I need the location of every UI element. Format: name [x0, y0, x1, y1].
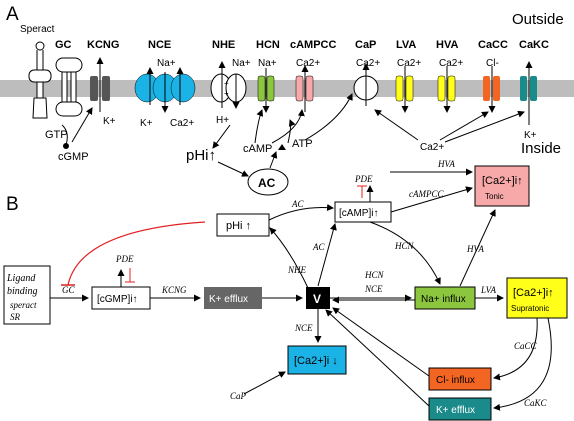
hva-ca-ion: Ca2+ — [439, 58, 463, 69]
ac-b-label-1: AC — [291, 199, 304, 209]
cakc-label: CaKC — [519, 39, 549, 51]
ca-down-box — [287, 345, 347, 375]
phi-label: pHi↑ — [186, 147, 216, 164]
lva-ca-ion: Ca2+ — [397, 58, 421, 69]
campcc-channel — [295, 65, 314, 112]
ac-enzyme — [247, 168, 289, 196]
phi-box — [216, 213, 270, 237]
k-efflux-box — [204, 287, 262, 309]
hcn-b-label-2: HCN — [394, 241, 415, 251]
camp-box-label: [cAMP]i↑ — [339, 208, 378, 219]
cl-influx-box — [428, 367, 492, 391]
cacc-channel — [483, 66, 500, 113]
lva-channel — [395, 66, 414, 113]
pde-2-label: PDE — [354, 174, 373, 184]
gc-label: GC — [55, 39, 72, 51]
hcn-na-ion: Na+ — [258, 58, 277, 69]
nce-k-ion: K+ — [140, 118, 153, 129]
supratonic-box — [506, 277, 568, 319]
pde-1-label: PDE — [115, 254, 134, 264]
atp-label: ATP — [292, 138, 313, 150]
ligand-binding-box — [3, 265, 51, 325]
nce-b-label-2: NCE — [294, 323, 313, 333]
supratonic-ca-label: [Ca2+]i↑ — [513, 287, 554, 299]
panel-a-label: A — [6, 4, 19, 25]
cakc-channel — [520, 61, 537, 125]
tonic-ca-label: [Ca2+]i↑ — [482, 175, 523, 187]
svg-text:+: + — [224, 89, 229, 98]
inside-ca-ion: Ca2+ — [420, 142, 444, 153]
ac-label: AC — [258, 176, 276, 190]
hcn-channel — [257, 68, 275, 113]
lva-b-label: LVA — [480, 285, 497, 295]
camp-label: cAMP — [243, 143, 272, 155]
nce-label: NCE — [148, 39, 171, 51]
k-efflux-teal-box — [428, 397, 492, 421]
ligand-line-1: Ligand — [6, 273, 36, 284]
cgmp-label: cGMP — [58, 151, 89, 163]
ca-down-label: [Ca2+]i ↓ — [294, 355, 338, 367]
speract-label: Speract — [20, 24, 55, 35]
ligand-line-3: speract — [10, 300, 37, 310]
nce-na-ion: Na+ — [157, 58, 176, 69]
gtp-label: GTP — [45, 129, 68, 141]
nhe-exchanger: + + — [210, 61, 247, 149]
cap-label: CaP — [355, 39, 376, 51]
voltage-box — [306, 287, 330, 309]
campcc-ca-ion: Ca2+ — [296, 58, 320, 69]
cacc-label: CaCC — [478, 39, 508, 51]
voltage-label: V — [313, 292, 321, 306]
hva-b-label-2: HVA — [466, 244, 484, 254]
hcn-label: HCN — [256, 39, 280, 51]
cap-b-label: CaP — [230, 391, 247, 401]
gc-b-label: GC — [62, 285, 75, 295]
cacc-b-label: CaCC — [514, 341, 538, 351]
ac-b-label-2: AC — [312, 242, 325, 252]
k-efflux-teal-label: K+ efflux — [436, 405, 475, 416]
cakc-k-ion: K+ — [524, 130, 537, 141]
tonic-label: Tonic — [485, 192, 504, 201]
nhe-label: NHE — [212, 39, 235, 51]
campcc-label: cAMPCC — [290, 39, 337, 51]
inside-label: Inside — [521, 140, 561, 157]
lva-label: LVA — [396, 39, 416, 51]
kcng-label: KCNG — [87, 39, 119, 51]
ligand-line-2: binding — [7, 286, 38, 297]
nhe-b-label: NHE — [287, 265, 307, 275]
nce-exchanger — [134, 67, 196, 113]
nce-ca-ion: Ca2+ — [170, 118, 194, 129]
supratonic-label: Supratonic — [511, 304, 549, 313]
kcng-k-ion: K+ — [103, 116, 116, 127]
cacc-cl-ion: Cl- — [486, 58, 499, 69]
ligand-line-4: SR — [10, 312, 21, 322]
kcng-channel — [71, 57, 110, 143]
cakc-b-label: CaKC — [524, 398, 548, 408]
nhe-h-ion: H+ — [216, 115, 229, 126]
hva-channel — [437, 66, 456, 113]
cgmp-box-label: [cGMP]i↑ — [97, 294, 138, 305]
hva-b-label-1: HVA — [437, 159, 455, 169]
gc-channel — [55, 57, 83, 117]
cap-pump — [353, 63, 379, 106]
tonic-box — [474, 165, 530, 207]
panel-b-label: B — [6, 194, 19, 215]
hva-label: HVA — [436, 39, 458, 51]
phi-box-label: pHi ↑ — [226, 220, 251, 232]
na-influx-label: Na+ influx — [421, 294, 466, 305]
svg-text:+: + — [224, 79, 229, 88]
speract-receptor — [28, 41, 52, 119]
hcn-b-label-1: HCN — [364, 270, 385, 280]
nhe-na-ion: Na+ — [232, 58, 251, 69]
nce-b-label-1: NCE — [364, 284, 383, 294]
k-efflux-label: K+ efflux — [209, 294, 248, 305]
cap-ca-ion: Ca2+ — [356, 58, 380, 69]
cl-influx-label: Cl- influx — [436, 375, 475, 386]
kcng-b-label: KCNG — [161, 285, 187, 295]
outside-label: Outside — [512, 11, 564, 28]
campcc-b-label: cAMPCC — [409, 189, 444, 199]
